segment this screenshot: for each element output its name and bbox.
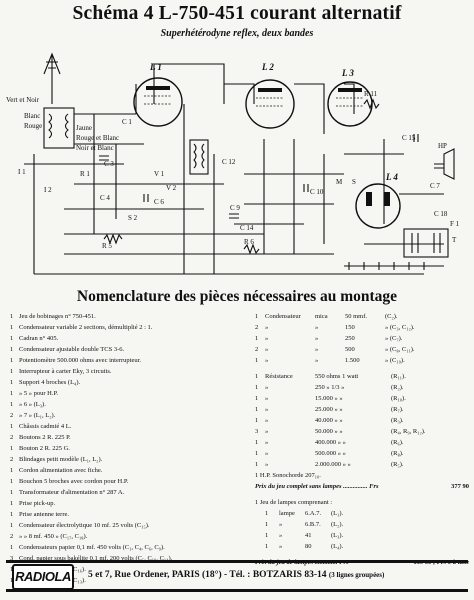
list-item: 1 Jeu de lampes comprenant :	[255, 499, 333, 506]
list-item: 2» 7 » (L₁, L₂).	[10, 412, 56, 419]
phone-note: (3 lignes groupées)	[328, 571, 385, 579]
schematic-label: V 2	[166, 184, 177, 192]
schematic-label: F 1	[450, 220, 460, 228]
schematic-label: HP	[438, 142, 447, 150]
schematic-label: T	[452, 236, 457, 244]
schematic-label: C 1	[122, 118, 132, 126]
list-item: 1»250 » 1/3 »(R₂).	[255, 384, 404, 391]
schematic-label: C 15	[402, 134, 416, 142]
section-title: Nomenclature des pièces nécessaires au m…	[76, 288, 398, 305]
tube-l4-symbol	[355, 183, 401, 229]
schematic-label: C 4	[100, 194, 110, 202]
list-item: 2»»500» (C₈, C₁₁).	[255, 346, 415, 353]
schematic-label: S	[352, 178, 356, 186]
brand-logo: RADIOLA	[12, 564, 74, 590]
schematic-label: Noir et Blanc	[76, 144, 114, 152]
schematic-label: R 11	[364, 90, 378, 98]
schematic-label: R 6	[244, 238, 254, 246]
schematic-label: I 1	[18, 168, 26, 176]
tube-label: L 3	[341, 68, 354, 78]
list-item: 1»80(L₄).	[265, 543, 344, 550]
list-item: 1»15.000 » »(R₁₀).	[255, 395, 406, 402]
schematic-label: C 18	[434, 210, 448, 218]
price-kit: Prix du jeu complet sans lampes ........…	[255, 483, 469, 490]
schematic-label: S 2	[128, 214, 138, 222]
schematic-label: R 1	[80, 170, 90, 178]
list-item: 1»40.000 » »(R₃).	[255, 417, 404, 424]
address: 5 et 7, Rue Ordener, PARIS (18°) - Tél. …	[88, 570, 385, 580]
list-item: 1»2.000.000 » »(R₅).	[255, 461, 404, 468]
page-title: Schéma 4 L-750-451 courant alternatif	[72, 3, 402, 24]
tube-label: L 2	[261, 62, 274, 72]
list-item: 2»»150» (C₃, C₁₂).	[255, 324, 415, 331]
list-item: 1»400.000 » »(R₆).	[255, 439, 404, 446]
list-item: 1 H.P. Sonochorde 207₁₀.	[255, 472, 321, 479]
schematic-label: M	[336, 178, 343, 186]
schematic-label: C 12	[222, 158, 236, 166]
list-item: 1»6.B.7.(L₂).	[265, 521, 344, 528]
list-item: 1»»1.500» (C₁₉).	[255, 357, 405, 364]
list-item: 2» » 8 mf. 450 » (C₁₇, C₁₈).	[10, 533, 88, 540]
tube-l3-symbol	[327, 81, 373, 127]
schematic-label: Vert et Noir	[6, 96, 40, 104]
tube-label: L 4	[385, 172, 398, 182]
schematic-label: C 9	[230, 204, 240, 212]
list-item: 1»41(L₃).	[265, 532, 344, 539]
list-item: 1» 6 » (L₃).	[10, 401, 46, 408]
list-item: 1»25.000 » »(R₇).	[255, 406, 404, 413]
tube-l2-symbol	[245, 79, 295, 129]
list-item: 1» 5 » pour H.P.	[10, 390, 59, 397]
footer: RADIOLA 5 et 7, Rue Ordener, PARIS (18°)…	[6, 560, 468, 592]
tube-l1-symbol	[133, 77, 183, 127]
schematic-label: C 10	[310, 188, 324, 196]
schematic-label: C 14	[240, 224, 254, 232]
schematic-label: Rouge	[24, 122, 42, 130]
schematic-label: C 6	[154, 198, 164, 206]
schematic-label: R 5	[102, 242, 112, 250]
tube-label: L 1	[149, 62, 162, 72]
schematic-label: C 7	[430, 182, 440, 190]
schematic-label: C 3	[104, 160, 114, 168]
list-item: 1»500.000 » »(R₈).	[255, 450, 404, 457]
list-item: 3»50.000 » »(R₄, R₉, R₁₂).	[255, 428, 426, 435]
schematic-label: Blanc	[24, 112, 40, 120]
circuit-schematic: L 1 L 2 L 3 L 4 Vert et Noir Blanc Rouge…	[6, 52, 460, 275]
schematic-label: Rouge et Blanc	[76, 134, 119, 142]
schematic-label: I 2	[44, 186, 52, 194]
schematic-label: Jaune	[76, 124, 92, 132]
schematic-label: V 1	[154, 170, 165, 178]
list-item: 1»»250» (C₇).	[255, 335, 403, 342]
page-subtitle: Superhétérodyne reflex, deux bandes	[160, 28, 314, 39]
